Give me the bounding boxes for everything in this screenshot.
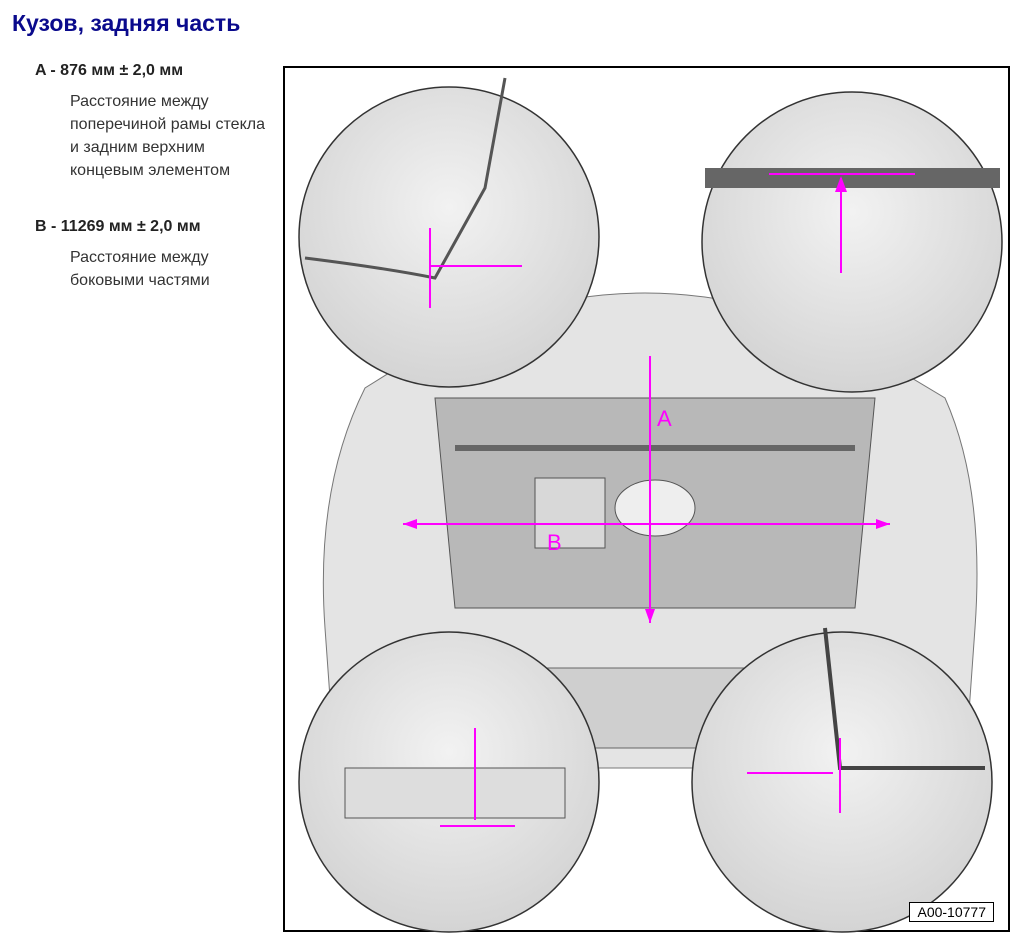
detail-circle-top-left bbox=[298, 77, 600, 388]
spec-b-description: Расстояние между боковыми частями bbox=[70, 249, 210, 289]
spec-a-description: Расстояние между поперечиной рамы стекла… bbox=[70, 93, 265, 179]
spec-a-label: A - 876 мм ± 2,0 мм bbox=[35, 62, 184, 79]
car-rear-drawing bbox=[298, 77, 1003, 933]
dimension-b-label: B bbox=[547, 530, 562, 555]
detail-circle-top-right bbox=[701, 91, 1003, 393]
figure-code: A00-10777 bbox=[909, 902, 994, 922]
detail-circle-bottom-right bbox=[691, 627, 993, 933]
detail-circle-bottom-left bbox=[298, 631, 600, 933]
dimension-a-label: A bbox=[657, 406, 672, 431]
spec-b-label: B - 11269 мм ± 2,0 мм bbox=[35, 218, 201, 235]
page-title: Кузов, задняя часть bbox=[12, 10, 241, 36]
body-rear-illustration: A B A00-10777 bbox=[283, 66, 1010, 933]
